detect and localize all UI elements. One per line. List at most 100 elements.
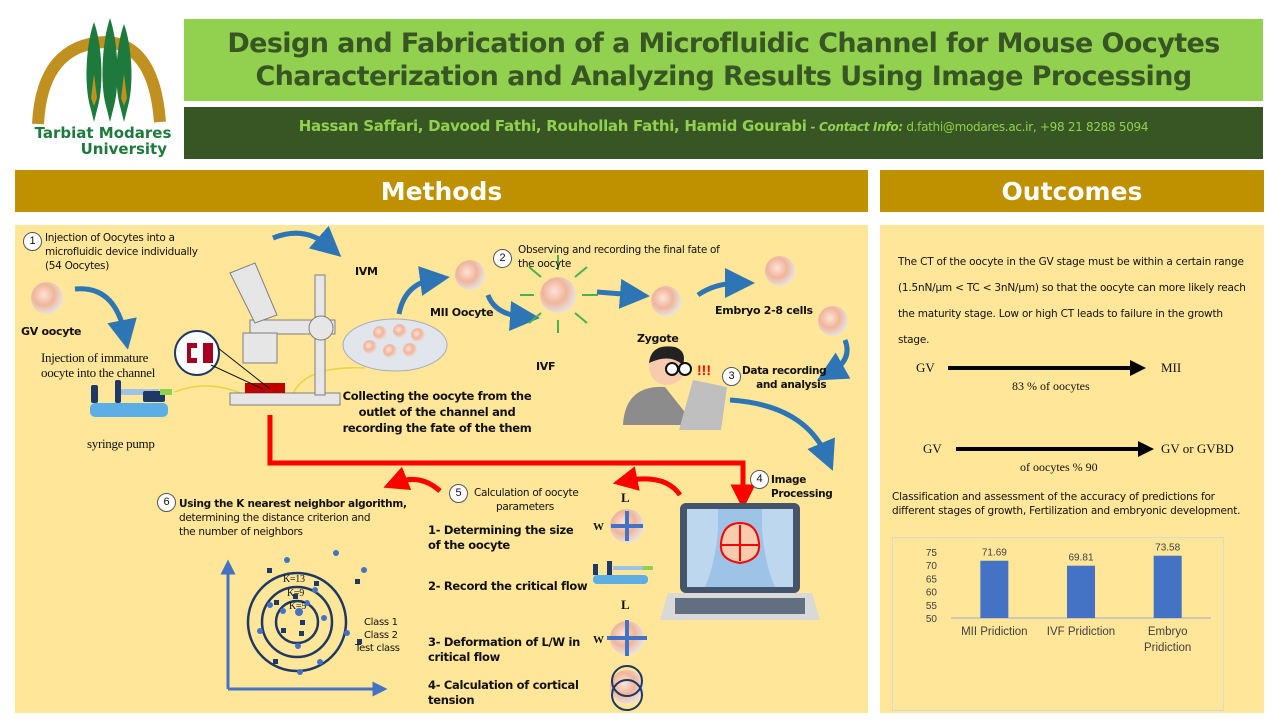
university-logo: Tarbiat Modares University bbox=[28, 14, 178, 159]
methods-heading: Methods bbox=[15, 170, 868, 212]
microscope-icon bbox=[229, 262, 341, 406]
legend-class1: Class 1 bbox=[364, 617, 398, 628]
svg-text:University: University bbox=[81, 140, 168, 158]
arrow-icon bbox=[729, 397, 835, 471]
svg-text:!!!: !!! bbox=[697, 362, 711, 378]
embryo-8cell-icon bbox=[818, 306, 848, 336]
arrow-icon bbox=[816, 339, 851, 381]
y-tick-label: 60 bbox=[926, 588, 938, 599]
arrow-icon bbox=[596, 278, 650, 309]
cortical-tension-icon bbox=[610, 665, 644, 711]
classification-text: Classification and assessment of the acc… bbox=[892, 491, 1241, 517]
oocyte-deformation-icon bbox=[607, 620, 647, 656]
flow1-to: MII bbox=[1161, 360, 1182, 375]
class1-points bbox=[257, 550, 367, 675]
zygote-label: Zygote bbox=[637, 332, 679, 345]
author-line: Hassan Saffari, Davood Fathi, Rouhollah … bbox=[184, 117, 1263, 135]
data-label: 73.58 bbox=[1155, 543, 1180, 554]
arrow-icon bbox=[272, 225, 342, 257]
y-tick-label: 75 bbox=[926, 548, 938, 559]
y-tick-label: 55 bbox=[926, 601, 938, 612]
knn-plot bbox=[220, 550, 388, 697]
legend-test-class: Test class bbox=[355, 643, 400, 654]
contact-label: - Contact Info: bbox=[806, 120, 903, 134]
param-2: 2- Record the critical flow bbox=[428, 579, 588, 593]
flow2-to: GV or GVBD bbox=[1161, 441, 1234, 456]
outcomes-panel: The CT of the oocyte in the GV stage mus… bbox=[880, 225, 1264, 713]
y-tick-label: 50 bbox=[926, 614, 938, 625]
laptop-icon bbox=[660, 503, 820, 620]
mii-oocyte-label: MII Oocyte bbox=[430, 306, 494, 319]
x-tick-label: IVF Pridiction bbox=[1047, 626, 1115, 638]
bar bbox=[1067, 565, 1095, 618]
outcomes-heading: Outcomes bbox=[880, 170, 1264, 212]
ivf-oocyte-icon bbox=[520, 255, 598, 333]
class2-points bbox=[267, 568, 362, 664]
outcome-paragraph: The CT of the oocyte in the GV stage mus… bbox=[898, 256, 1246, 346]
cypress-arch-icon: Tarbiat Modares University bbox=[32, 18, 172, 158]
researcher-icon: !!! bbox=[623, 346, 727, 430]
data-label: 69.81 bbox=[1068, 553, 1093, 564]
step-5-badge: 5 bbox=[449, 484, 468, 503]
bar bbox=[1153, 555, 1182, 618]
gv-oocyte-label: GV oocyte bbox=[21, 325, 82, 338]
knn-ring-9 bbox=[260, 585, 334, 659]
knn-ring-5 bbox=[274, 599, 320, 645]
length-label-2: L bbox=[621, 597, 630, 612]
data-label: 71.69 bbox=[982, 548, 1007, 559]
embryo-2cell-icon bbox=[765, 256, 795, 286]
title-banner: Design and Fabrication of a Microfluidic… bbox=[184, 19, 1263, 101]
y-tick-label: 70 bbox=[926, 561, 938, 572]
flow2-caption: of oocytes % 90 bbox=[1020, 460, 1098, 474]
embryo-label: Embryo 2-8 cells bbox=[715, 304, 813, 317]
methods-diagram: !!! bbox=[31, 225, 851, 711]
ivf-label: IVF bbox=[536, 360, 556, 373]
knn-k5-label: K=5 bbox=[289, 601, 306, 612]
knn-ring-13 bbox=[246, 571, 348, 673]
flow1-caption: 83 % of oocytes bbox=[1012, 379, 1090, 393]
step-6-badge: 6 bbox=[157, 493, 176, 512]
channel-inset-icon bbox=[174, 330, 220, 376]
syringe-pump-label: syringe pump bbox=[87, 436, 155, 451]
test-point bbox=[295, 608, 303, 616]
step-6-text: Using the K nearest neighbor algorithm,d… bbox=[179, 498, 407, 538]
length-label: L bbox=[621, 490, 630, 505]
y-tick-label: 65 bbox=[926, 574, 938, 585]
bar bbox=[980, 560, 1009, 618]
legend-class2: Class 2 bbox=[364, 630, 398, 641]
arrow-icon bbox=[396, 266, 450, 315]
arrow-icon bbox=[696, 268, 755, 299]
step-1-badge: 1 bbox=[23, 232, 42, 251]
authors: Hassan Saffari, Davood Fathi, Rouhollah … bbox=[298, 117, 807, 135]
step-4-badge: 4 bbox=[750, 470, 769, 489]
oocyte-size-icon bbox=[610, 509, 644, 543]
zygote-icon bbox=[651, 286, 681, 316]
x-tick-label: Embryo bbox=[1148, 626, 1188, 638]
knn-k13-label: K=13 bbox=[283, 574, 305, 585]
flow1-from: GV bbox=[916, 360, 935, 375]
x-tick-label: Pridiction bbox=[1144, 642, 1191, 654]
gv-oocyte-icon bbox=[31, 282, 63, 314]
arrow-icon bbox=[485, 294, 540, 331]
contact-info: d.fathi@modares.ac.ir, +98 21 8288 5094 bbox=[902, 120, 1149, 134]
syringe-pump-small-icon bbox=[593, 561, 653, 584]
width-label-2: W bbox=[593, 634, 604, 646]
step-4-text: Image Processing bbox=[771, 474, 833, 500]
svg-text:Tarbiat Modares: Tarbiat Modares bbox=[35, 124, 172, 142]
step-2-badge: 2 bbox=[493, 249, 512, 268]
poster-title-line2: Characterization and Analyzing Results U… bbox=[255, 61, 1192, 92]
author-banner: Hassan Saffari, Davood Fathi, Rouhollah … bbox=[184, 107, 1263, 159]
knn-k9-label: K=9 bbox=[287, 588, 304, 599]
arrow-icon bbox=[74, 286, 137, 350]
methods-panel: !!! bbox=[15, 225, 868, 713]
syringe-pump-icon bbox=[90, 380, 172, 417]
